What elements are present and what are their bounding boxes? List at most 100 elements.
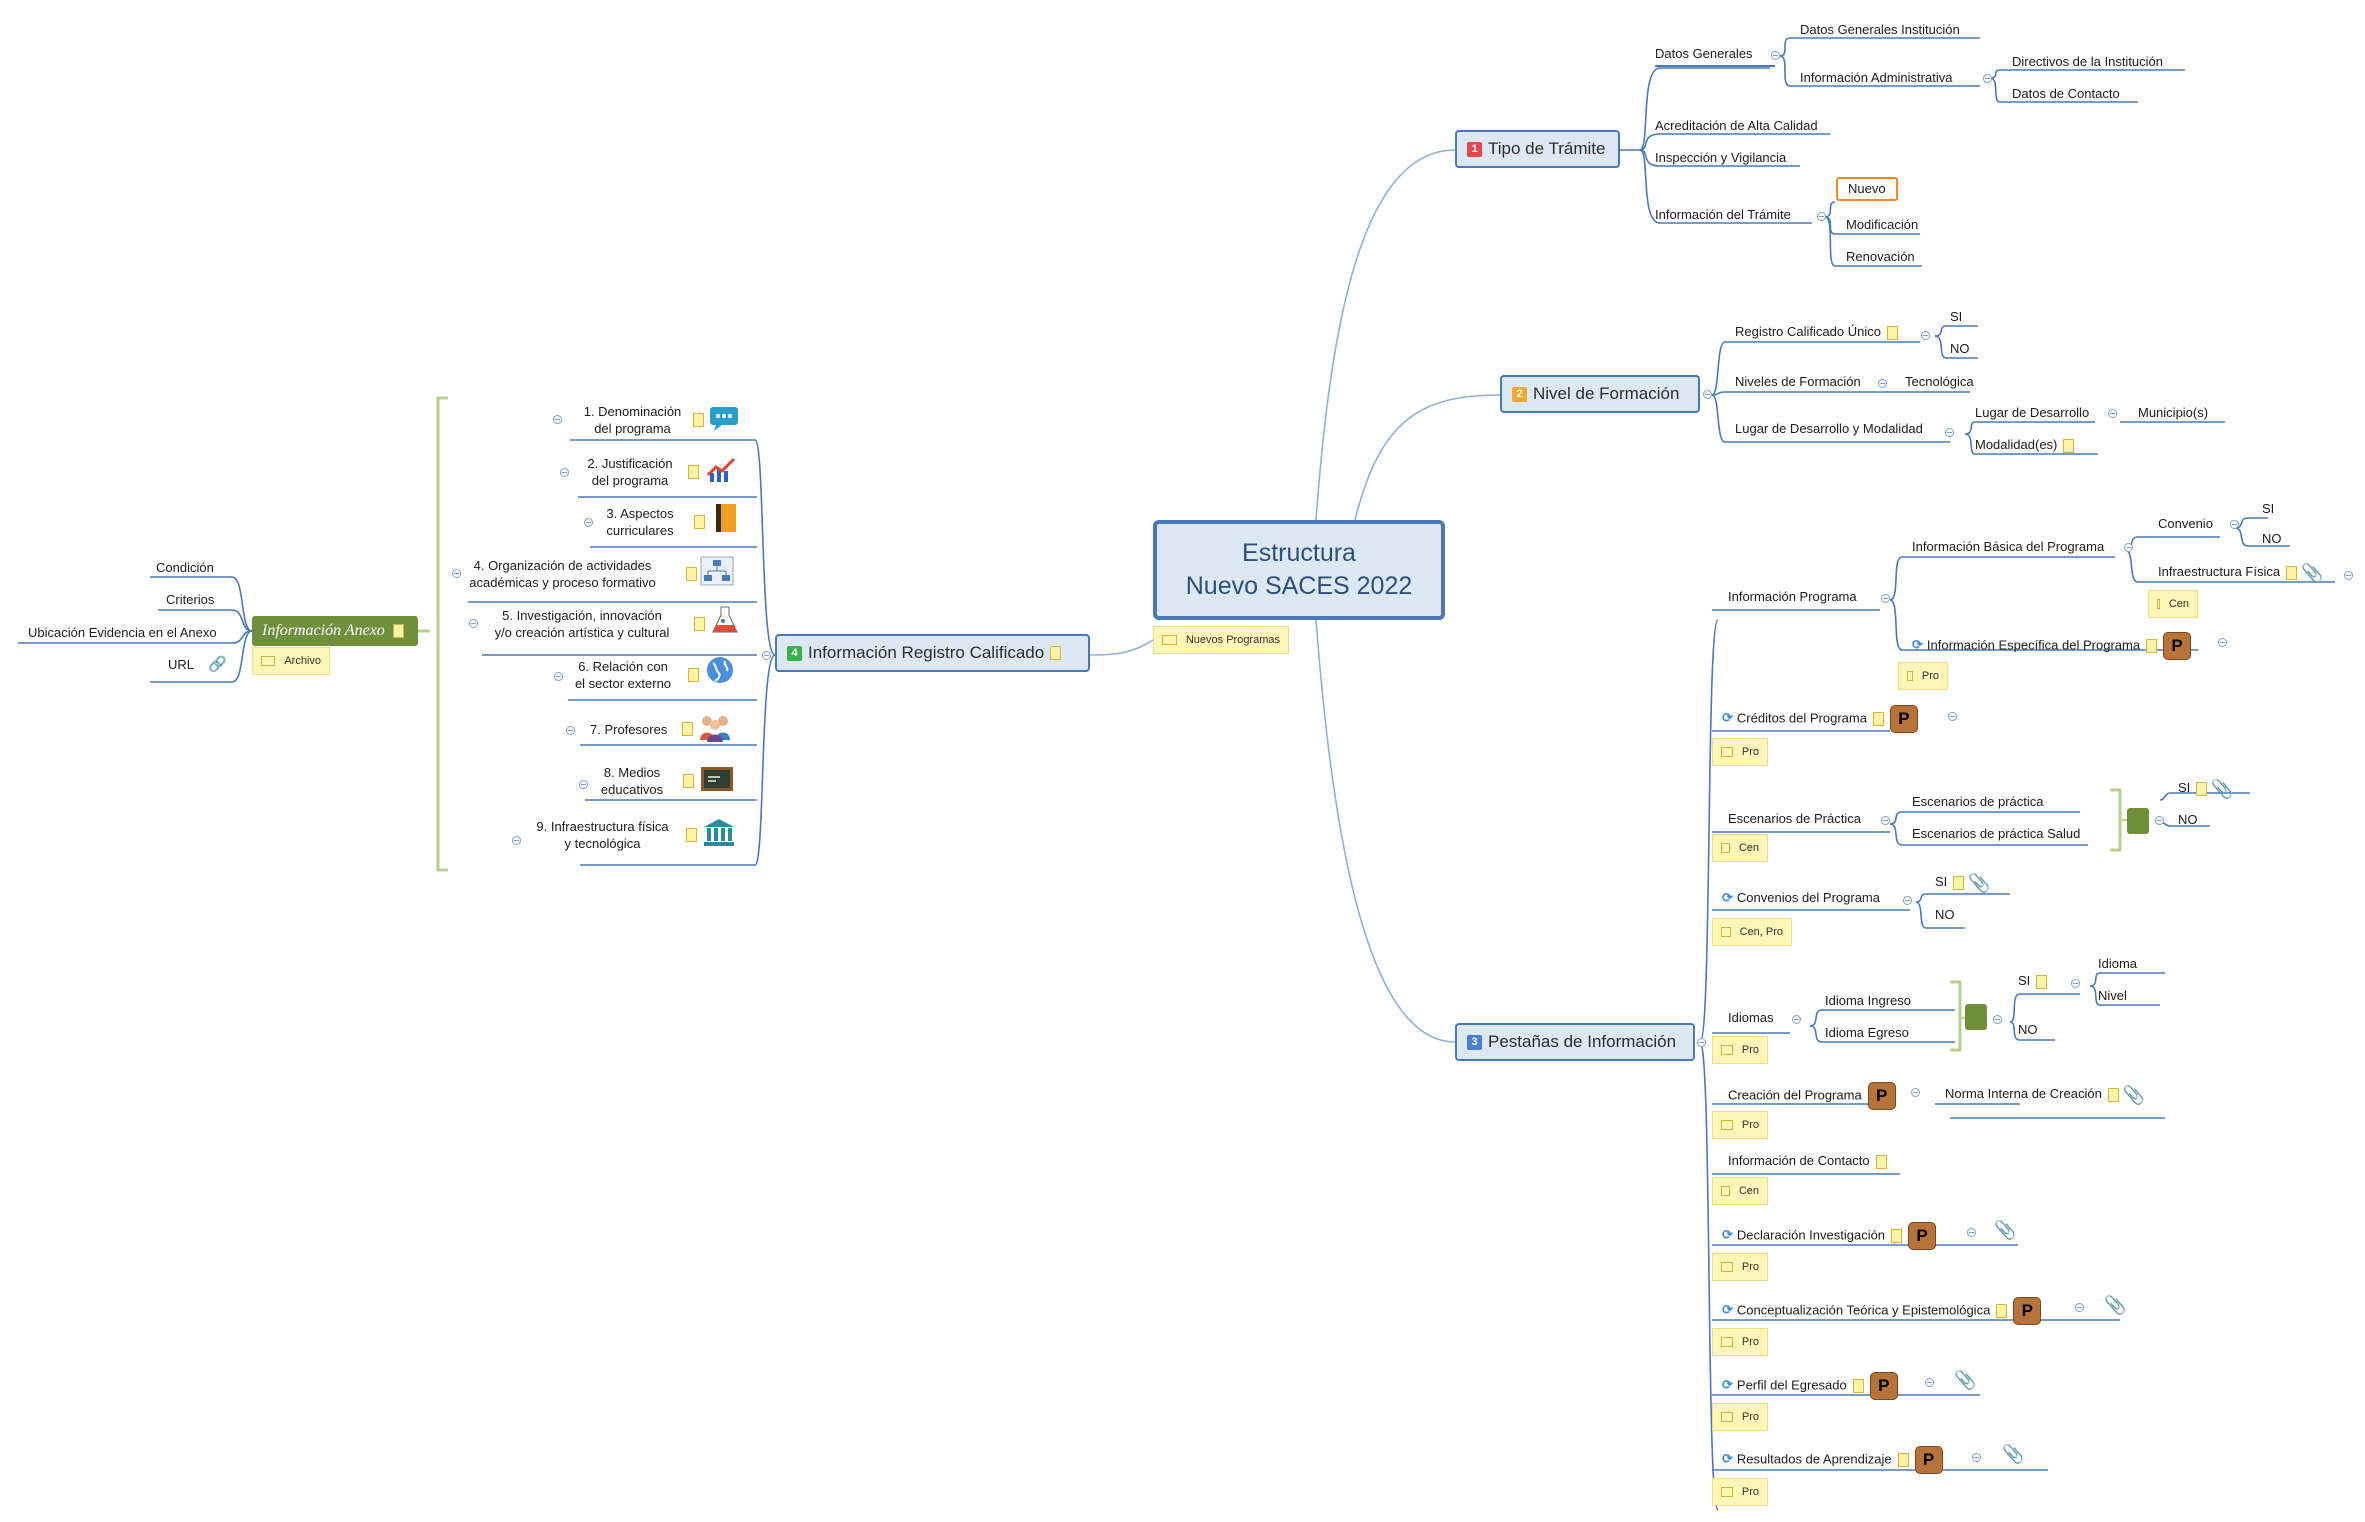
collapse-toggle[interactable] — [2124, 543, 2133, 552]
idioma-ingreso[interactable]: Idioma Ingreso — [1825, 993, 1911, 1008]
collapse-toggle[interactable] — [1792, 1015, 1801, 1024]
note-pro[interactable]: Pro — [1712, 1328, 1768, 1356]
collapse-toggle[interactable] — [2108, 409, 2117, 418]
note-archivo[interactable]: Archivo — [252, 647, 330, 675]
note-pro[interactable]: Pro — [1712, 1111, 1768, 1139]
escenarios-practica[interactable]: Escenarios de Práctica — [1728, 811, 1861, 826]
datos-contacto[interactable]: Datos de Contacto — [2012, 86, 2120, 101]
collapse-toggle[interactable] — [1697, 1038, 1706, 1047]
collapse-toggle[interactable] — [1967, 1228, 1976, 1237]
datos-generales[interactable]: Datos Generales — [1655, 46, 1775, 67]
option-renovacion[interactable]: Renovación — [1846, 249, 1915, 264]
norma-interna-creacion[interactable]: Norma Interna de Creación📎 — [1945, 1084, 2146, 1105]
summary-node[interactable] — [2127, 808, 2149, 834]
topic-tipo-tramite[interactable]: 1 Tipo de Trámite — [1455, 130, 1620, 168]
note-pro[interactable]: Pro — [1712, 1036, 1768, 1064]
municipios[interactable]: Municipio(s) — [2138, 405, 2209, 420]
attachment-icon[interactable]: 📎 — [2002, 1444, 2025, 1464]
escenarios-de-practica[interactable]: Escenarios de práctica — [1912, 794, 2044, 809]
collapse-toggle[interactable] — [1771, 51, 1780, 60]
attachment-icon[interactable]: 📎 — [2104, 1295, 2127, 1315]
note-cen[interactable]: Cen — [1712, 1177, 1768, 1205]
central-topic[interactable]: Estructura Nuevo SACES 2022 — [1153, 520, 1445, 620]
acreditacion-alta-calidad[interactable]: Acreditación de Alta Calidad — [1655, 118, 1818, 133]
option-si[interactable]: SI📎 — [1935, 872, 1991, 893]
collapse-toggle[interactable] — [1817, 212, 1826, 221]
collapse-toggle[interactable] — [553, 415, 562, 424]
option-si[interactable]: SI📎 — [2178, 778, 2234, 799]
collapse-toggle[interactable] — [1703, 390, 1712, 399]
nivel-tecnologica[interactable]: Tecnológica — [1905, 374, 1974, 389]
collapse-toggle[interactable] — [2155, 816, 2164, 825]
collapse-toggle[interactable] — [512, 836, 521, 845]
collapse-toggle[interactable] — [1881, 816, 1890, 825]
option-no[interactable]: NO — [1950, 341, 1970, 356]
collapse-toggle[interactable] — [560, 468, 569, 477]
collapse-toggle[interactable] — [1983, 74, 1992, 83]
escenarios-practica-salud[interactable]: Escenarios de práctica Salud — [1912, 826, 2081, 841]
note-cen[interactable]: Cen — [2148, 590, 2198, 618]
infraestructura-fisica[interactable]: Infraestructura Física📎 — [2158, 562, 2324, 583]
informacion-contacto[interactable]: Información de Contacto — [1728, 1153, 1887, 1169]
informacion-programa[interactable]: Información Programa — [1728, 589, 1857, 604]
collapse-toggle[interactable] — [554, 672, 563, 681]
collapse-toggle[interactable] — [2075, 1303, 2084, 1312]
note-pro[interactable]: Pro — [1712, 1403, 1768, 1431]
attachment-icon[interactable]: 📎 — [1994, 1220, 2017, 1240]
collapse-toggle[interactable] — [469, 619, 478, 628]
lugar-desarrollo[interactable]: Lugar de Desarrollo — [1975, 405, 2090, 420]
collapse-toggle[interactable] — [566, 726, 575, 735]
registro-item-7[interactable]: 7. Profesores — [590, 722, 668, 737]
directivos-institucion[interactable]: Directivos de la Institución — [2012, 54, 2164, 69]
anexo-condicion[interactable]: Condición — [156, 560, 214, 575]
note-cen-pro[interactable]: Cen, Pro — [1712, 918, 1792, 946]
datos-generales-institucion[interactable]: Datos Generales Institución — [1800, 22, 1960, 37]
informacion-tramite[interactable]: Información del Trámite — [1655, 207, 1791, 222]
collapse-toggle[interactable] — [1881, 594, 1890, 603]
option-nuevo[interactable]: Nuevo — [1836, 177, 1898, 201]
topic-informacion-registro-calificado[interactable]: 4 Información Registro Calificado — [775, 634, 1090, 672]
anexo-criterios[interactable]: Criterios — [166, 592, 215, 607]
inspeccion-vigilancia[interactable]: Inspección y Vigilancia — [1655, 150, 1787, 165]
option-modificacion[interactable]: Modificación — [1846, 217, 1919, 232]
informacion-administrativa[interactable]: Información Administrativa — [1800, 70, 1953, 85]
option-no[interactable]: NO — [1935, 907, 1955, 922]
anexo-ubicacion[interactable]: Ubicación Evidencia en el Anexo — [28, 625, 217, 640]
collapse-toggle[interactable] — [762, 651, 771, 660]
registro-calificado-unico[interactable]: Registro Calificado Único — [1735, 324, 1898, 340]
collapse-toggle[interactable] — [1878, 379, 1887, 388]
collapse-toggle[interactable] — [2230, 520, 2239, 529]
collapse-toggle[interactable] — [2218, 638, 2227, 647]
note-cen[interactable]: Cen — [1712, 834, 1768, 862]
option-no[interactable]: NO — [2018, 1022, 2038, 1037]
anexo-url[interactable]: URL🔗 — [168, 656, 227, 673]
collapse-toggle[interactable] — [1921, 331, 1930, 340]
collapse-toggle[interactable] — [584, 518, 593, 527]
collapse-toggle[interactable] — [579, 780, 588, 789]
central-note[interactable]: Nuevos Programas — [1153, 626, 1289, 654]
lugar-desarrollo-modalidad[interactable]: Lugar de Desarrollo y Modalidad — [1735, 421, 1923, 436]
idioma-egreso[interactable]: Idioma Egreso — [1825, 1025, 1909, 1040]
topic-nivel-formacion[interactable]: 2 Nivel de Formación — [1500, 375, 1700, 413]
collapse-toggle[interactable] — [452, 569, 461, 578]
note-pro[interactable]: Pro — [1712, 1478, 1768, 1506]
option-si[interactable]: SI — [1950, 309, 1963, 324]
idioma[interactable]: Idioma — [2098, 956, 2138, 971]
collapse-toggle[interactable] — [1911, 1088, 1920, 1097]
modalidades[interactable]: Modalidad(es) — [1975, 437, 2075, 453]
niveles-formacion[interactable]: Niveles de Formación — [1735, 374, 1861, 389]
convenios-programa[interactable]: ⟳Convenios del Programa — [1722, 890, 1880, 905]
summary-node[interactable] — [1965, 1004, 1987, 1030]
